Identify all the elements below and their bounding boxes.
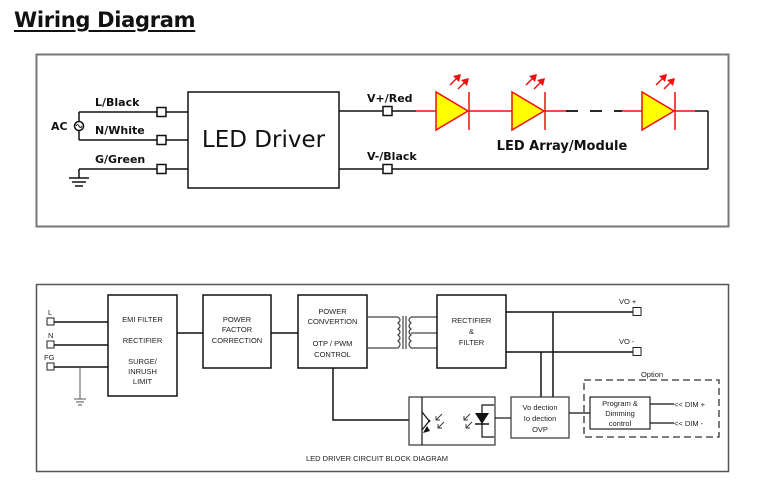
- output-label-vplus: V+/Red: [367, 92, 413, 105]
- bd-input-l: [46, 317, 108, 326]
- block-diagram-caption: LED DRIVER CIRCUIT BLOCK DIAGRAM: [306, 454, 448, 463]
- pfc-block: [202, 294, 272, 369]
- pfc-label-3: CORRECTION: [212, 336, 262, 345]
- terminal-n: [156, 134, 167, 146]
- bd-input-fg: [46, 362, 108, 399]
- dim-plus-label: << DIM +: [674, 400, 706, 409]
- pfc-label-2: FACTOR: [222, 325, 253, 334]
- detection-label-1: Vo dection: [522, 403, 557, 412]
- led-driver-box: [187, 91, 340, 189]
- output-label-vminus: V-/Black: [367, 150, 417, 163]
- bd-input-n: [46, 340, 108, 349]
- terminal-vplus: [382, 105, 393, 117]
- emi-label-4: INRUSH: [128, 367, 157, 376]
- feedback-wire: [332, 368, 409, 421]
- bd-input-label-n: N: [48, 331, 53, 340]
- page-title: Wiring Diagram: [14, 8, 196, 32]
- program-dimming-block: [589, 396, 651, 430]
- terminal-vminus: [382, 163, 393, 175]
- light-ray-arrowhead: [659, 74, 667, 82]
- opto-led-icon: [475, 404, 494, 438]
- led-icon: [511, 74, 546, 132]
- program-label-1: Program &: [602, 399, 638, 408]
- input-wire-l: [79, 106, 188, 118]
- led-driver-label: LED Driver: [202, 127, 326, 153]
- program-label-2: Dimming: [605, 409, 635, 418]
- rectifier-label-3: FILTER: [459, 338, 485, 347]
- light-ray-arrowhead: [537, 78, 545, 86]
- light-ray-arrowhead: [461, 78, 469, 86]
- option-label: Option: [641, 370, 663, 379]
- led-icon: [435, 74, 470, 132]
- rectifier-label-1: RECTIFIER: [452, 316, 492, 325]
- terminal-g: [156, 163, 167, 175]
- power-label-4: CONTROL: [314, 350, 351, 359]
- light-ray-arrowhead: [453, 74, 461, 82]
- emi-filter-block: [107, 294, 178, 397]
- bd-output-vo-plus: [506, 307, 642, 316]
- led-module-label: LED Array/Module: [497, 139, 628, 154]
- phototransistor-icon: [421, 397, 431, 445]
- ground-icon: [69, 169, 89, 187]
- bd-ground-icon: [74, 398, 86, 406]
- bd-input-label-l: L: [48, 308, 52, 317]
- input-wire-n: [79, 134, 188, 146]
- emi-label-3: SURGE/: [128, 357, 158, 366]
- ac-source-icon: [73, 112, 85, 140]
- ac-label: AC: [51, 120, 68, 133]
- led-chain: [435, 74, 695, 132]
- led-icon: [641, 74, 676, 132]
- transformer-icon: [367, 316, 437, 349]
- light-ray-arrowhead: [667, 78, 675, 86]
- power-label-3: OTP / PWM: [313, 339, 353, 348]
- power-label-2: CONVERTION: [308, 317, 358, 326]
- bd-input-label-fg: FG: [44, 353, 55, 362]
- option-box: [583, 379, 720, 438]
- light-ray-arrowhead: [529, 74, 537, 82]
- detection-label-3: OVP: [532, 425, 548, 434]
- output-wire-vminus: [339, 110, 709, 175]
- input-label-n: N/White: [95, 124, 145, 137]
- bd-output-vo-minus: [506, 347, 642, 356]
- input-label-l: L/Black: [95, 96, 140, 109]
- optocoupler: [408, 396, 496, 446]
- input-wire-g: [79, 163, 188, 175]
- rectifier-label-2: &: [469, 327, 474, 336]
- emi-label-5: LIMIT: [133, 377, 153, 386]
- block-diagram-frame: [35, 283, 730, 473]
- emi-label-1: EMI FILTER: [122, 315, 163, 324]
- rectifier-filter-block: [436, 294, 507, 369]
- dim-minus-label: << DIM -: [674, 419, 704, 428]
- wiring-frame: [35, 53, 730, 228]
- detection-block: [510, 396, 570, 439]
- pfc-label-1: POWER: [223, 315, 252, 324]
- bd-output-label-vo-minus: VO -: [619, 337, 635, 346]
- output-wire-vplus: [339, 105, 436, 117]
- emi-label-2: RECTIFIER: [123, 336, 163, 345]
- program-label-3: control: [609, 419, 632, 428]
- terminal-l: [156, 106, 167, 118]
- input-label-g: G/Green: [95, 153, 145, 166]
- power-label-1: POWER: [318, 307, 347, 316]
- bd-output-label-vo-plus: VO +: [619, 297, 637, 306]
- detection-label-2: Io dection: [524, 414, 557, 423]
- light-arrows-icon: [435, 413, 473, 429]
